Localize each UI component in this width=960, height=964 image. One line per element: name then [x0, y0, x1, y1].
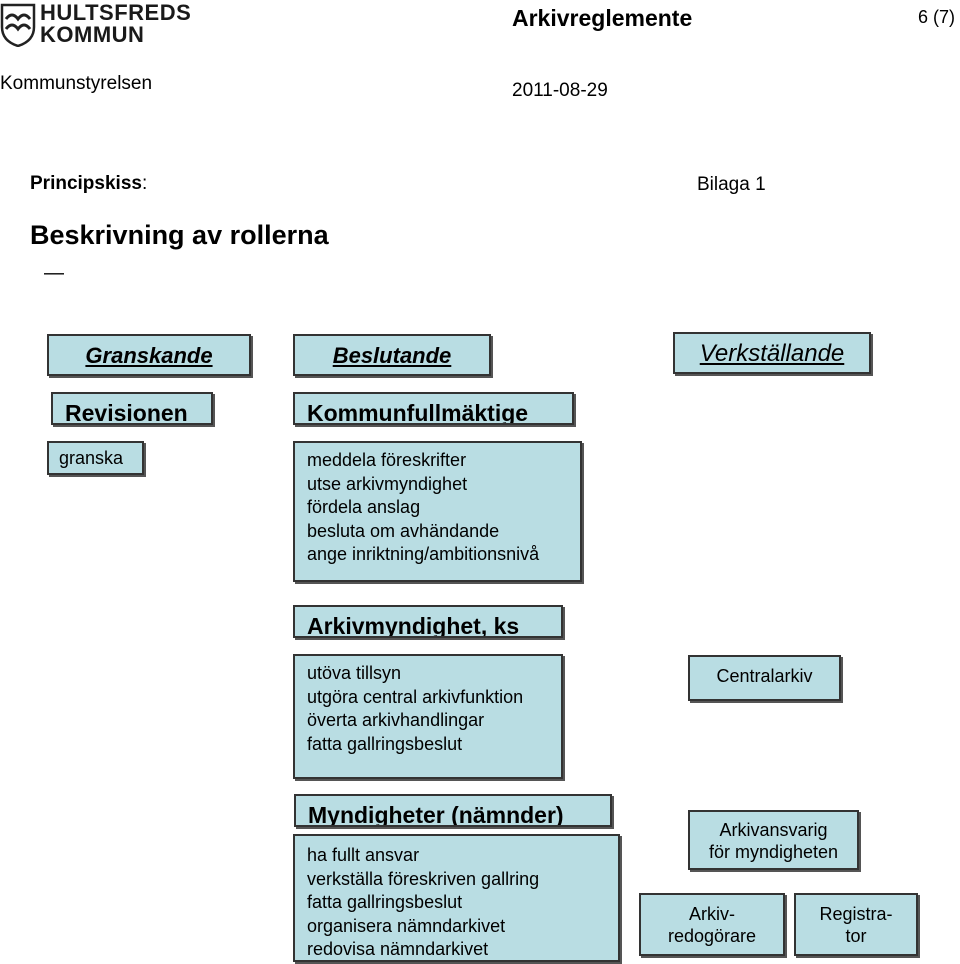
kf-task-item: meddela föreskrifter: [307, 450, 467, 470]
box-am-tasks: utöva tillsyn utgöra central arkivfunkti…: [293, 654, 563, 779]
my-task-item: fatta gallringsbeslut: [307, 892, 463, 912]
department: Kommunstyrelsen: [0, 73, 153, 94]
document-title: Arkivreglemente: [512, 5, 693, 31]
coat-of-arms-icon: [0, 3, 36, 47]
municipality-logo: HULTSFREDS KOMMUN: [0, 0, 192, 50]
box-revisionen: Revisionen: [51, 392, 213, 425]
am-task-item: utöva tillsyn: [307, 663, 402, 683]
arkivredogorare-line-1: Arkiv-: [689, 904, 735, 924]
box-kf-tasks: meddela föreskrifter utse arkivmyndighet…: [293, 441, 582, 582]
column-verkstallande: Verkställande: [673, 332, 871, 374]
box-arkivredogorare: Arkiv- redogörare: [639, 893, 785, 956]
am-task-item: utgöra central arkivfunktion: [307, 686, 524, 707]
registrator-line-1: Registra-: [819, 904, 893, 924]
arkivredogorare-line-2: redogörare: [667, 926, 757, 946]
arkivansvarig-line-2: för myndigheten: [708, 842, 839, 862]
my-task-item: redovisa nämndarkivet: [307, 939, 489, 959]
kf-task-item: besluta om avhändande: [307, 520, 500, 541]
document-date: 2011-08-29: [512, 80, 608, 101]
box-granska: granska: [47, 441, 144, 475]
box-my-tasks: ha fullt ansvar verkställa föreskriven g…: [293, 834, 620, 962]
logo-line-2: KOMMUN: [40, 22, 145, 47]
logo-line-1: HULTSFREDS: [40, 0, 192, 25]
box-arkivansvarig: Arkivansvarig för myndigheten: [688, 810, 859, 870]
kf-task-item: ange inriktning/ambitionsnivå: [307, 544, 540, 564]
kf-task-item: utse arkivmyndighet: [307, 473, 468, 494]
box-myndigheter: Myndigheter (nämnder): [294, 794, 612, 827]
arkivansvarig-line-1: Arkivansvarig: [719, 820, 828, 840]
kf-task-item: fördela anslag: [307, 497, 421, 517]
appendix-label: Bilaga 1: [697, 174, 766, 195]
box-centralarkiv: Centralarkiv: [688, 655, 841, 701]
box-arkivmyndighet: Arkivmyndighet, ks: [293, 605, 563, 638]
box-registrator: Registra- tor: [794, 893, 918, 956]
section-heading: Beskrivning av rollerna: [30, 220, 329, 250]
column-granskande: Granskande: [47, 334, 251, 376]
page-number: 6 (7): [918, 7, 956, 27]
column-beslutande: Beslutande: [293, 334, 491, 376]
my-task-item: ha fullt ansvar: [307, 845, 420, 865]
am-task-item: fatta gallringsbeslut: [307, 733, 463, 754]
dash-mark: —: [44, 262, 64, 284]
am-task-item: överta arkivhandlingar: [307, 710, 485, 730]
box-kommunfullmaktige: Kommunfullmäktige: [293, 392, 574, 425]
sketch-label: Principskiss:: [30, 173, 148, 194]
registrator-line-2: tor: [845, 926, 867, 946]
my-task-item: verkställa föreskriven gallring: [307, 868, 540, 889]
my-task-item: organisera nämndarkivet: [307, 915, 506, 936]
